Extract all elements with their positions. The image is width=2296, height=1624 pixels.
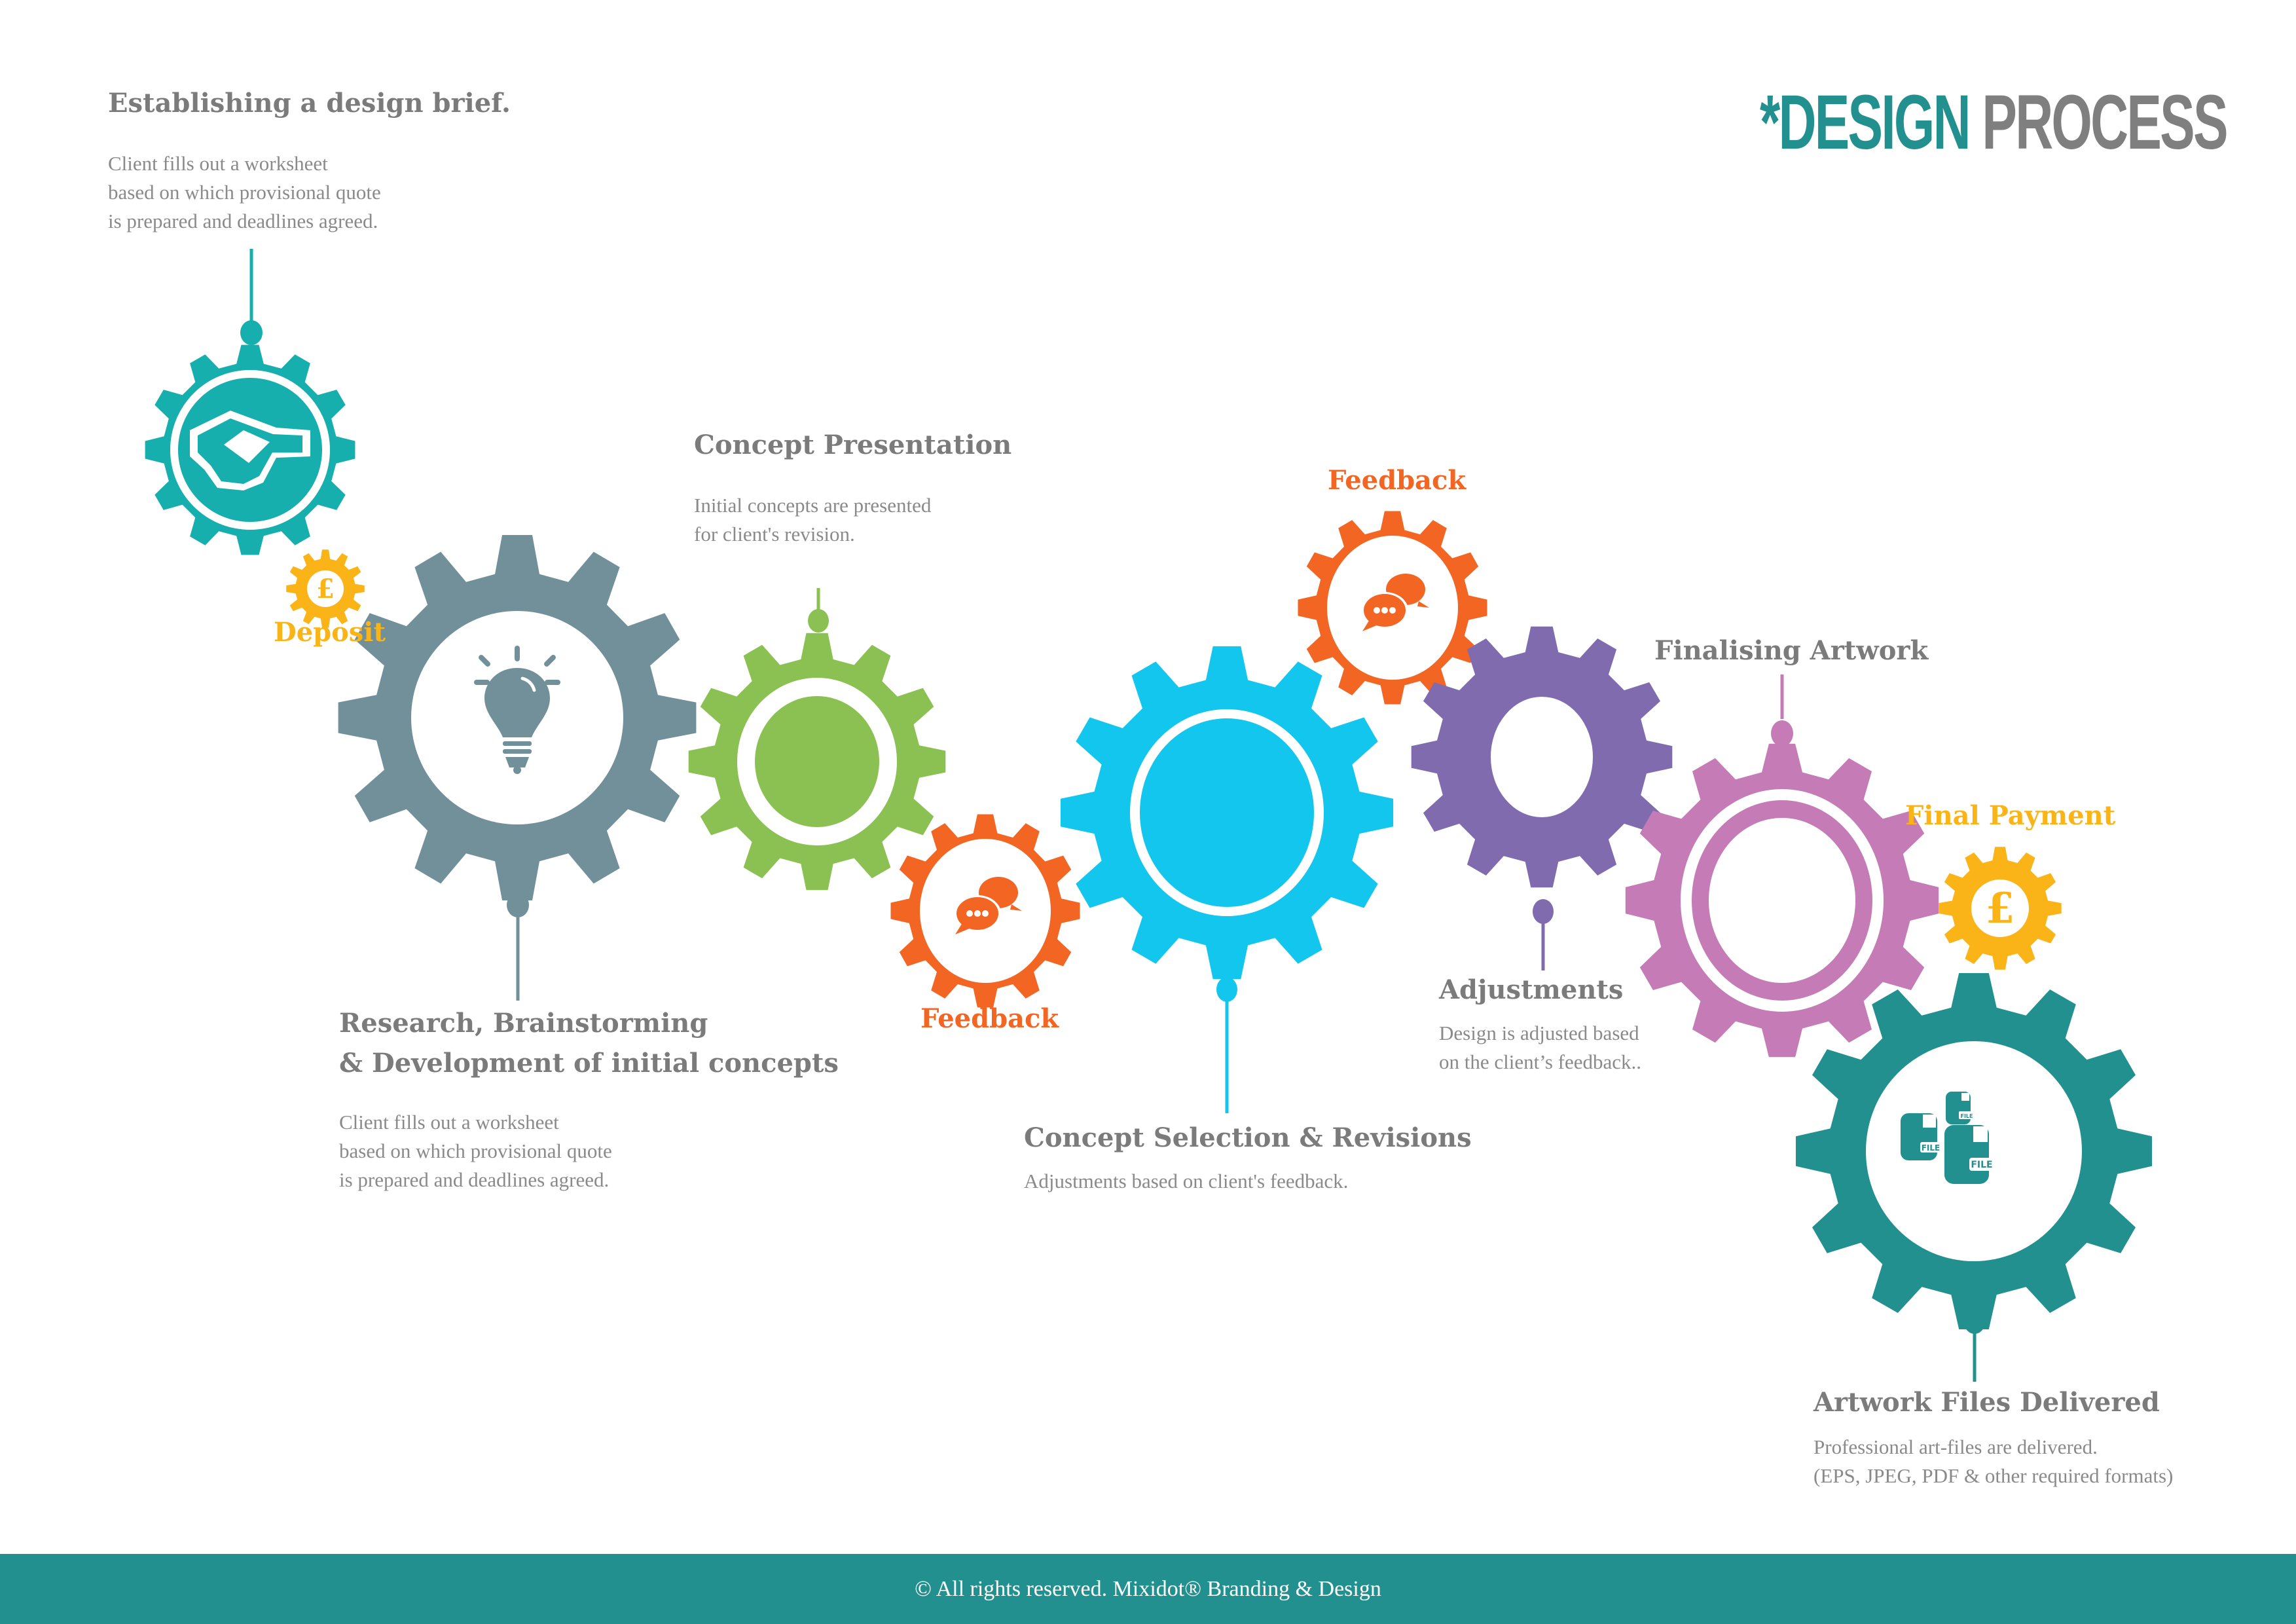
step-brief-heading: Establishing a design brief. (108, 88, 511, 119)
step-presentation-description: Initial concepts are presented for clien… (694, 494, 932, 545)
pound-icon: £ (316, 574, 335, 604)
gear-deposit: £ (286, 549, 365, 628)
svg-text:FILE: FILE (1922, 1143, 1941, 1153)
title-rest: PROCESS (1969, 79, 2228, 166)
gear-feedback-2 (1298, 511, 1487, 705)
step-selection-description: Adjustments based on client's feedback. (1024, 1170, 1349, 1192)
feedback-label-2: Feedback (1328, 465, 1467, 496)
connector-finalising (1771, 674, 1793, 747)
gear-adjustments (1411, 626, 1673, 888)
gear-presentation (688, 633, 946, 891)
connector-presentation (808, 588, 829, 633)
gear-selection (1060, 646, 1394, 980)
gear-brief (145, 344, 355, 555)
chat-bubbles-icon (954, 877, 1022, 934)
gear-feedback-1 (890, 814, 1080, 1008)
svg-text:FILE: FILE (1971, 1160, 1992, 1170)
svg-text:FILE: FILE (1960, 1113, 1973, 1119)
final-payment-label: Final Payment (1905, 800, 2116, 831)
step-research-heading: Research, Brainstorming & Development of… (339, 1008, 839, 1079)
files-icon: FILE FILE FILE (1901, 1092, 1994, 1184)
step-delivery-description: Professional art-files are delivered. (E… (1813, 1435, 2174, 1487)
gear-research (338, 535, 697, 900)
gear-finalising (1625, 743, 1939, 1058)
connector-brief (240, 249, 263, 345)
title-accent: *DESIGN (1760, 79, 1971, 166)
step-adjustments-description: Design is adjusted based on the client’s… (1439, 1022, 1642, 1073)
connector-delivery (1964, 1310, 1985, 1382)
connector-adjustments (1533, 899, 1554, 970)
deposit-label: Deposit (274, 617, 386, 648)
connector-research (507, 893, 529, 1001)
chat-bubbles-icon (1361, 574, 1429, 631)
step-selection-heading: Concept Selection & Revisions (1024, 1122, 1472, 1153)
step-presentation-heading: Concept Presentation (694, 430, 1012, 460)
step-adjustments-heading: Adjustments (1439, 974, 1624, 1005)
step-research-description: Client fills out a worksheet based on wh… (339, 1111, 612, 1191)
step-brief-description: Client fills out a worksheet based on wh… (108, 152, 381, 232)
step-delivery-heading: Artwork Files Delivered (1813, 1387, 2160, 1418)
footer-copyright: © All rights reserved. Mixidot® Branding… (915, 1576, 1381, 1601)
gear-delivery: FILE FILE FILE (1796, 973, 2152, 1329)
step-finalising-heading: Finalising Artwork (1654, 635, 1929, 666)
lightbulb-icon (474, 646, 560, 774)
gear-final-payment: £ (1939, 847, 2062, 970)
feedback-label-1: Feedback (920, 1003, 1059, 1034)
footer: © All rights reserved. Mixidot® Branding… (0, 1554, 2296, 1624)
connector-selection (1216, 977, 1237, 1113)
handshake-icon (182, 382, 318, 518)
pound-icon: £ (1986, 884, 2015, 933)
page-title: *DESIGN PROCESS (1760, 84, 2228, 161)
